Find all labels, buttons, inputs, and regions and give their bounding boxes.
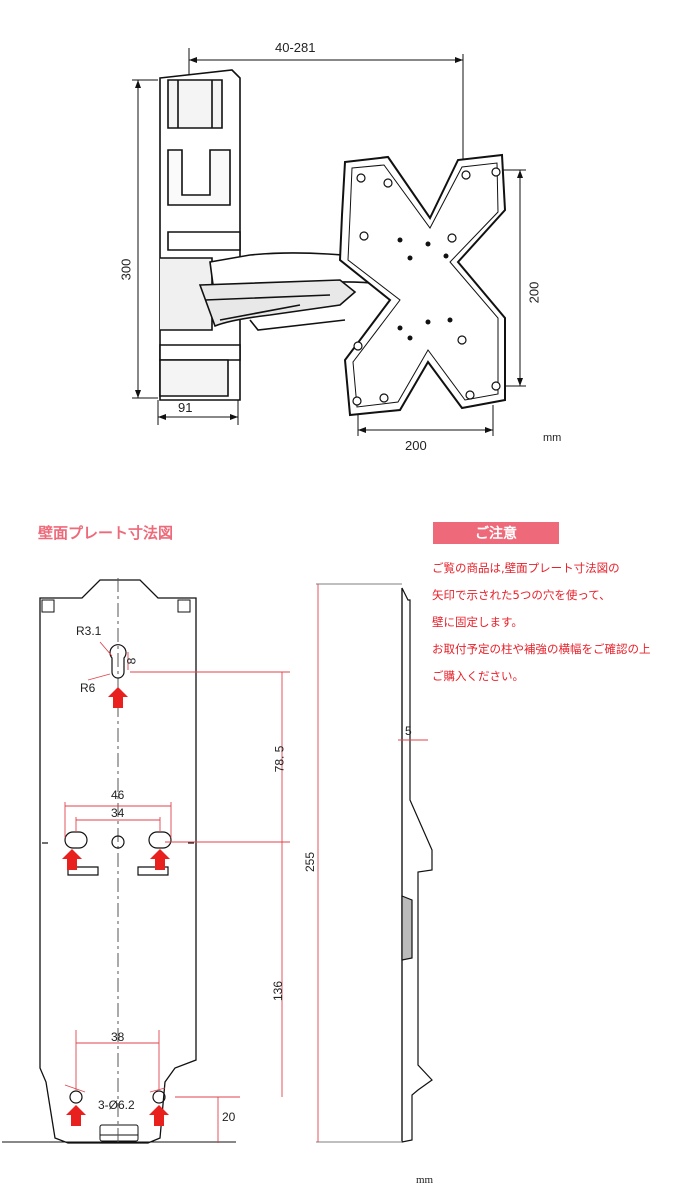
label-holes: 3-Ø6.2 bbox=[98, 1098, 135, 1112]
arrow-up bbox=[149, 1105, 169, 1126]
wall-bracket-drawing bbox=[159, 69, 241, 401]
fixing-hole-arrows bbox=[62, 687, 170, 1126]
arrow-up bbox=[150, 849, 170, 870]
dim-vesa-vertical-label: 200 bbox=[526, 281, 542, 304]
plate-outline bbox=[39, 579, 197, 1144]
label-8: 8 bbox=[124, 657, 139, 665]
label-38: 38 bbox=[111, 1030, 125, 1044]
label-255: 255 bbox=[303, 851, 318, 873]
notice-line: 壁に固定します。 bbox=[432, 615, 523, 629]
plate-section-title: 壁面プレート寸法図 bbox=[38, 525, 174, 542]
vesa-plate-drawing bbox=[338, 153, 507, 417]
arrow-up bbox=[66, 1105, 86, 1126]
right-slot bbox=[148, 831, 172, 849]
dim-base-label: 91 bbox=[178, 400, 193, 415]
notice-line: 矢印で示された5つの穴を使って、 bbox=[432, 588, 611, 602]
arrow-up bbox=[108, 687, 128, 708]
label-136: 136 bbox=[271, 980, 286, 1002]
notice-line: ご覧の商品は,壁面プレート寸法図の bbox=[432, 561, 620, 575]
label-34: 34 bbox=[111, 806, 125, 820]
left-slot bbox=[64, 831, 88, 849]
mount-dimension-drawing bbox=[132, 48, 526, 436]
label-46: 46 bbox=[111, 788, 125, 802]
label-78-5: 78. 5 bbox=[272, 745, 287, 773]
notice-heading: ご注意 bbox=[475, 525, 517, 541]
dim-height-label: 300 bbox=[118, 258, 134, 281]
plate-side-view bbox=[316, 583, 433, 1143]
unit-label-top: mm bbox=[543, 432, 562, 444]
wall-plate-dimension-drawing bbox=[2, 578, 433, 1145]
arrow-up bbox=[62, 849, 82, 870]
notice-line: お取付予定の柱や補強の横幅をご確認の上 bbox=[432, 642, 651, 656]
dim-vesa-horizontal-label: 200 bbox=[405, 438, 427, 453]
label-r6: R6 bbox=[80, 681, 96, 695]
label-20: 20 bbox=[222, 1110, 236, 1124]
notice-line: ご購入ください。 bbox=[432, 669, 524, 683]
dim-depth-label: 40-281 bbox=[275, 40, 316, 55]
label-5: 5 bbox=[405, 724, 412, 738]
notice-body: ご覧の商品は,壁面プレート寸法図の 矢印で示された5つの穴を使って、 壁に固定し… bbox=[432, 560, 651, 684]
notice-heading-box: ご注意 bbox=[433, 522, 559, 544]
keyhole-slot bbox=[109, 644, 127, 679]
unit-label-bottom: mm bbox=[416, 1174, 434, 1186]
label-r31: R3.1 bbox=[76, 624, 102, 638]
